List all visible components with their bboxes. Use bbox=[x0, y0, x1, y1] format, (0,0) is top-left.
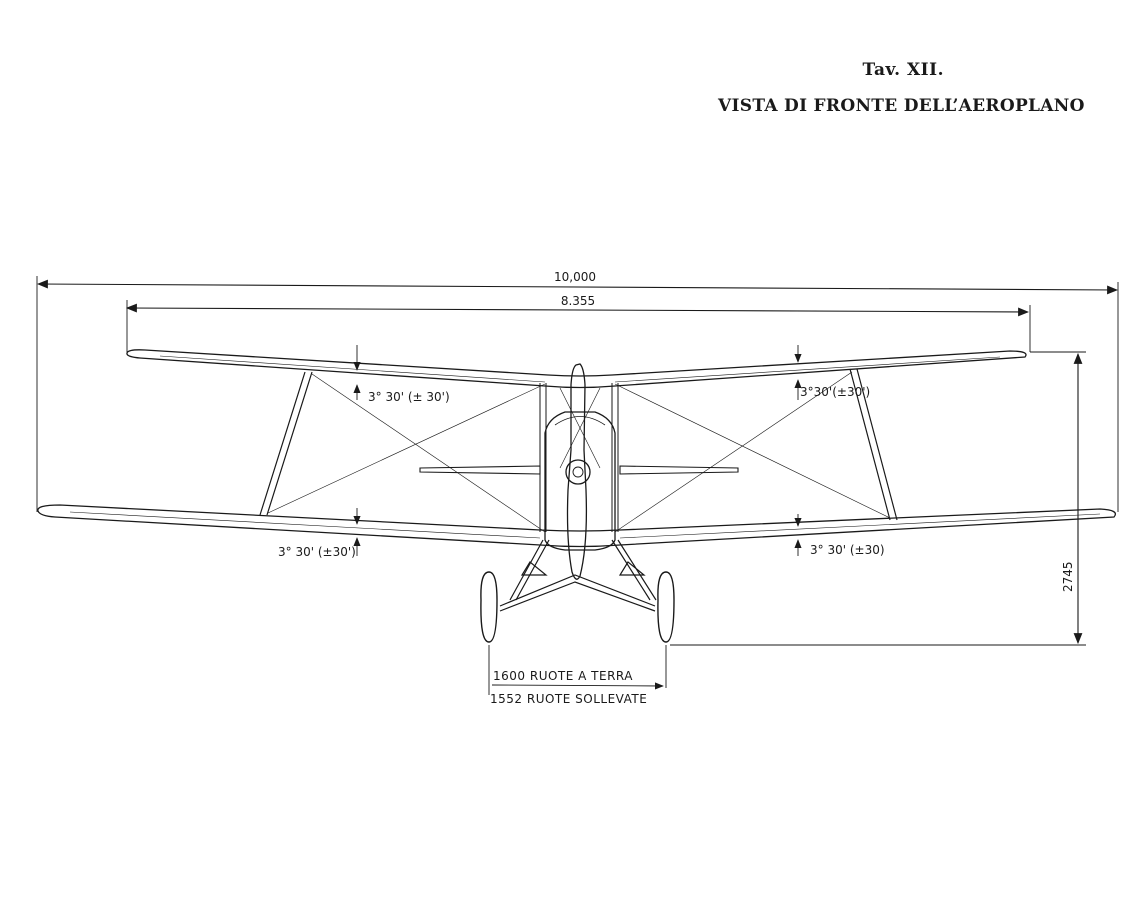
right-wheel bbox=[657, 571, 675, 643]
undercarriage bbox=[499, 539, 657, 612]
bracing-wires bbox=[267, 371, 891, 533]
height-label: 2745 bbox=[1061, 561, 1075, 592]
dihedral-upper-left-label: 3° 30' (± 30') bbox=[368, 390, 450, 404]
overall-span-label: 10,000 bbox=[554, 270, 596, 284]
drawing-title: VISTA DI FRONTE DELL’AEROPLANO bbox=[718, 96, 1085, 116]
right-interplane-strut bbox=[849, 368, 898, 521]
dihedral-upper-right-label: 3°30'(±30') bbox=[800, 385, 870, 399]
plate-number: Tav. XII. bbox=[862, 60, 944, 80]
track-raised-label: 1552 RUOTE SOLLEVATE bbox=[490, 692, 647, 706]
cabane-struts bbox=[539, 383, 619, 532]
upper-span-label: 8.355 bbox=[561, 294, 595, 308]
upper-wing bbox=[126, 349, 1027, 389]
dihedral-lower-right-label: 3° 30' (±30) bbox=[810, 543, 885, 557]
lower-wing bbox=[37, 504, 1117, 548]
left-interplane-strut bbox=[259, 371, 313, 516]
height-dimension-line bbox=[670, 351, 1086, 646]
dihedral-lower-left-label: 3° 30' (±30') bbox=[278, 545, 356, 559]
fuselage bbox=[544, 411, 616, 551]
propeller bbox=[566, 363, 588, 580]
left-wheel bbox=[480, 571, 498, 643]
tailplane bbox=[419, 465, 739, 475]
track-dimension-line bbox=[488, 645, 667, 695]
overall-span-dimension-line bbox=[36, 276, 1119, 512]
upper-span-dimension-line bbox=[125, 300, 1031, 352]
propeller-spinner bbox=[565, 459, 591, 485]
track-ground-label: 1600 RUOTE A TERRA bbox=[493, 669, 633, 683]
